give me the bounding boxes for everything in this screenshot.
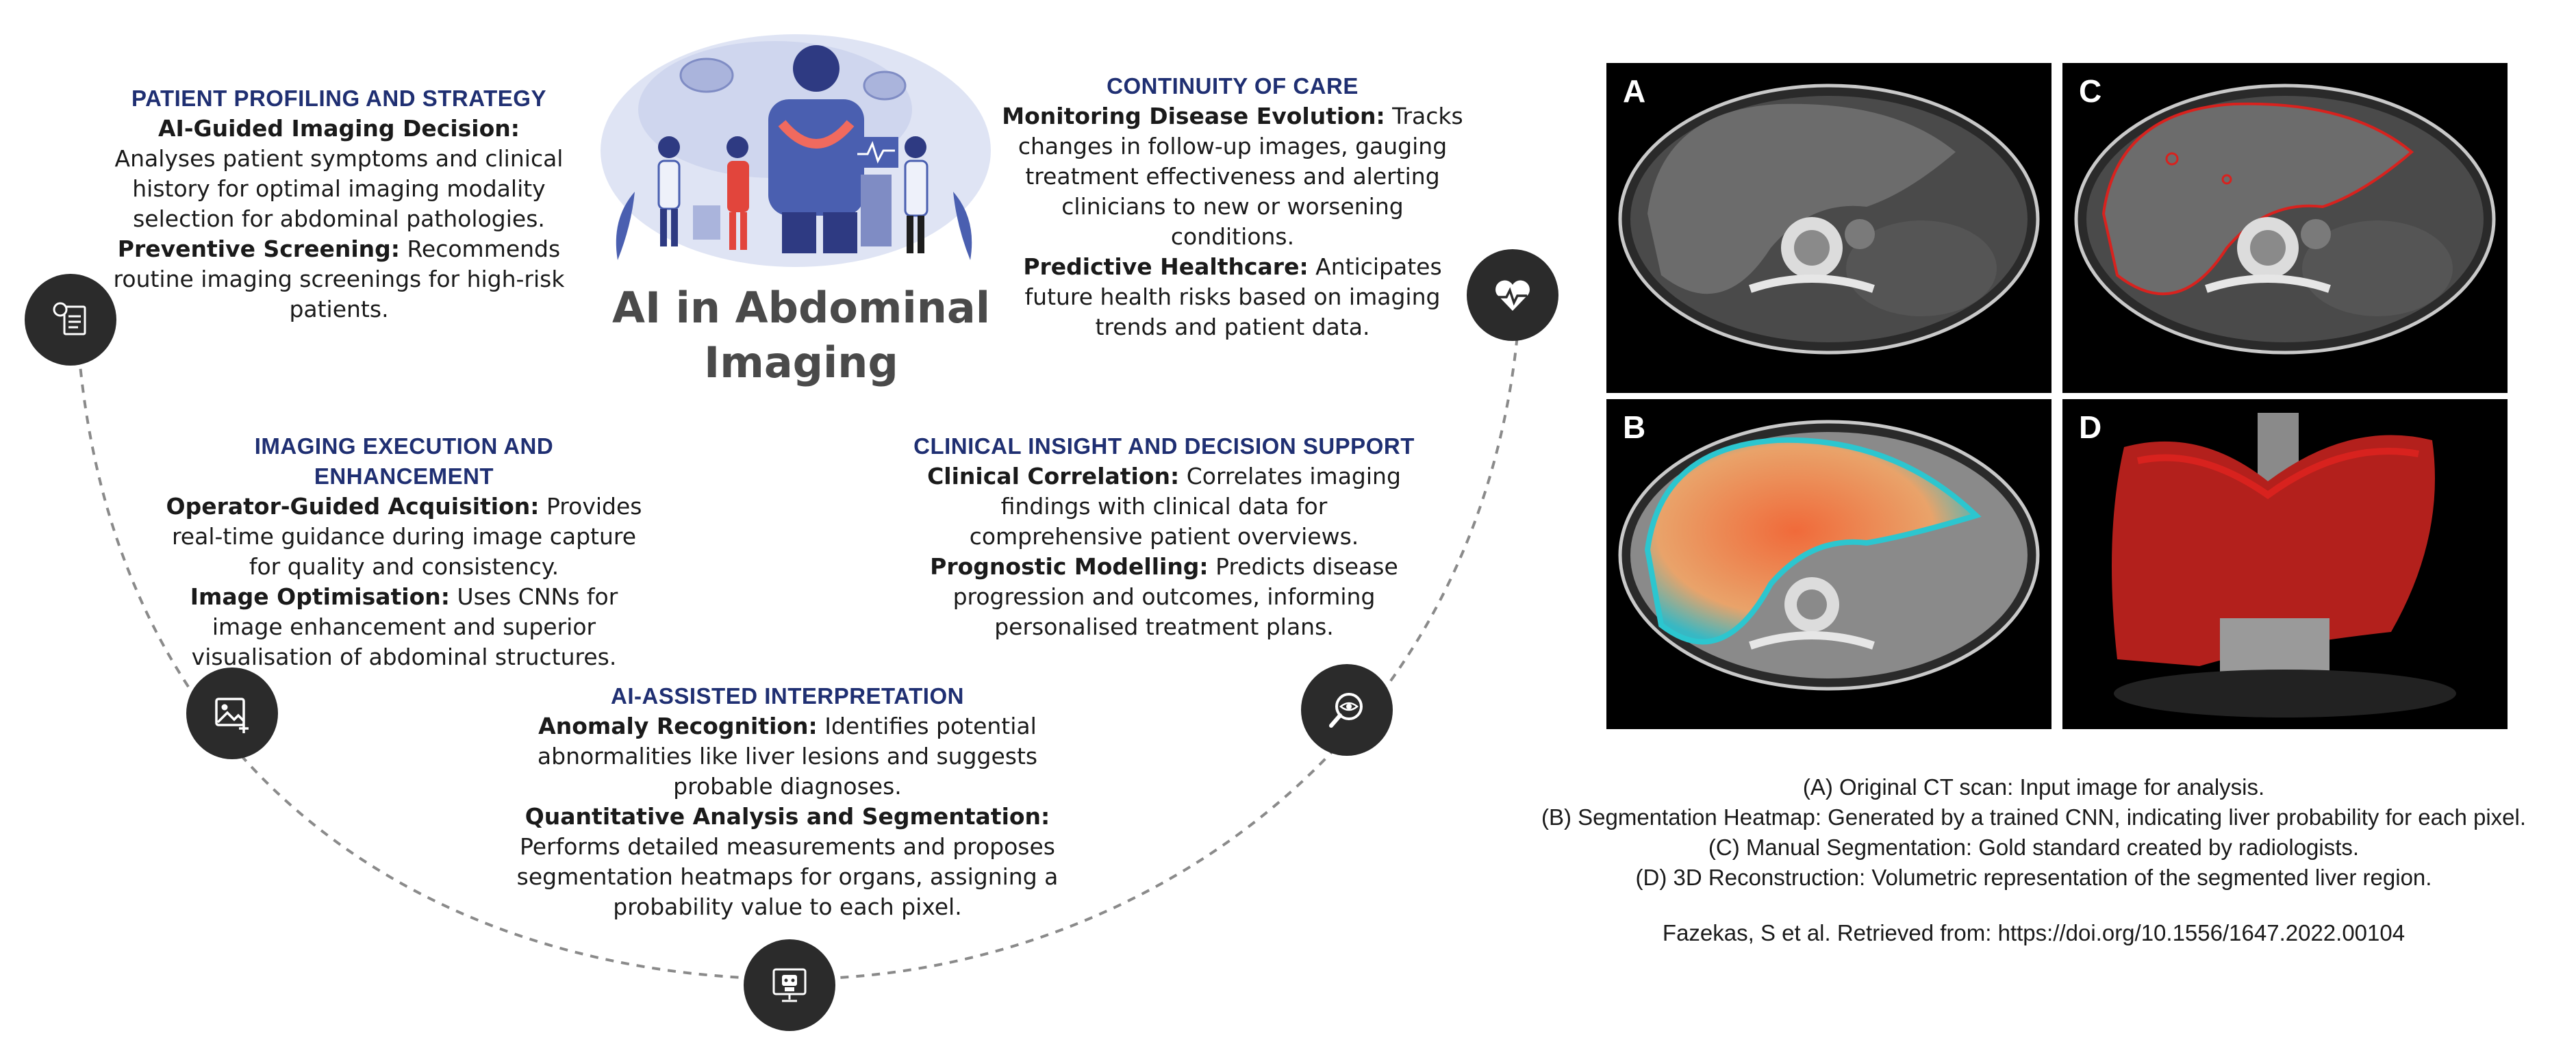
item-term: Predictive Healthcare: [1023,253,1309,280]
item-term: Quantitative Analysis and Segmentation: [525,803,1050,830]
section-insight: CLINICAL INSIGHT AND DECISION SUPPORT Cl… [911,431,1417,642]
item-term: Preventive Screening: [117,236,400,262]
section-continuity: CONTINUITY OF CARE Monitoring Disease Ev… [1000,71,1465,342]
item-text: Uses CNNs for image enhancement and supe… [191,583,618,670]
item-text: Predicts disease progression and outcome… [952,553,1398,640]
panel-letter: C [2079,73,2102,109]
item-term: Prognostic Modelling: [930,553,1209,580]
item-text: Identifies potential abnormalities like … [537,713,1038,800]
caption-c: (C) Manual Segmentation: Gold standard c… [1708,835,2360,860]
panel-letter: D [2079,409,2102,445]
section-interpretation: AI-ASSISTED INTERPRETATION Anomaly Recog… [500,681,1075,922]
section-heading: CONTINUITY OF CARE [1107,73,1359,99]
section-heading: PATIENT PROFILING AND STRATEGY [131,86,546,111]
item-text: Recommends routine imaging screenings fo… [113,236,565,322]
section-item: Anomaly Recognition: Identifies potentia… [500,711,1075,802]
item-term: Monitoring Disease Evolution: [1002,103,1385,129]
section-heading: AI-ASSISTED INTERPRETATION [611,683,964,709]
section-item: AI-Guided Imaging Decision: Analyses pat… [110,114,568,234]
panel-letter: A [1623,73,1646,109]
section-item: Quantitative Analysis and Segmentation: … [500,802,1075,922]
item-term: Clinical Correlation: [927,463,1180,490]
ct-panel-d: D [2062,399,2508,729]
caption-b: (B) Segmentation Heatmap: Generated by a… [1541,804,2527,830]
section-execution: IMAGING EXECUTION AND ENHANCEMENT Operat… [164,431,644,672]
section-profiling: PATIENT PROFILING AND STRATEGY AI-Guided… [110,84,568,325]
item-text: Anticipates future health risks based on… [1024,253,1442,340]
item-term: Anomaly Recognition: [538,713,818,739]
item-text: Provides real-time guidance during image… [171,493,642,580]
item-text: Correlates imaging findings with clinica… [969,463,1401,550]
ct-panel-c: C [2062,63,2508,393]
section-item: Predictive Healthcare: Anticipates futur… [1000,252,1465,342]
citation: Fazekas, S et al. Retrieved from: https:… [1662,920,2405,945]
section-item: Operator-Guided Acquisition: Provides re… [164,492,644,582]
robot-monitor-icon [744,939,835,1031]
section-item: Preventive Screening: Recommends routine… [110,234,568,325]
item-term: Operator-Guided Acquisition: [166,493,540,520]
image-add-icon [186,668,278,759]
item-text: Analyses patient symptoms and clinical h… [114,145,564,232]
document-profile-icon [25,274,116,366]
main-title: AI in Abdominal Imaging [611,283,991,387]
item-text: Performs detailed measurements and propo… [516,833,1059,920]
section-item: Image Optimisation: Uses CNNs for image … [164,582,644,672]
item-term: AI-Guided Imaging Decision: [158,115,520,142]
doctors-illustration [601,34,991,267]
section-heading: CLINICAL INSIGHT AND DECISION SUPPORT [913,433,1415,459]
section-item: Monitoring Disease Evolution: Tracks cha… [1000,101,1465,252]
heart-pulse-icon [1467,249,1558,341]
section-heading: IMAGING EXECUTION AND ENHANCEMENT [254,433,554,489]
eye-search-icon [1301,664,1393,756]
section-item: Prognostic Modelling: Predicts disease p… [911,552,1417,642]
ct-panel-a: A [1606,63,2051,393]
item-term: Image Optimisation: [190,583,450,610]
section-item: Clinical Correlation: Correlates imaging… [911,461,1417,552]
caption-d: (D) 3D Reconstruction: Volumetric repres… [1635,865,2432,890]
item-text: Tracks changes in follow-up images, gaug… [1018,103,1463,250]
ct-panel-b: B [1606,399,2051,729]
caption-a: (A) Original CT scan: Input image for an… [1802,774,2265,800]
panel-letter: B [1623,409,1646,445]
